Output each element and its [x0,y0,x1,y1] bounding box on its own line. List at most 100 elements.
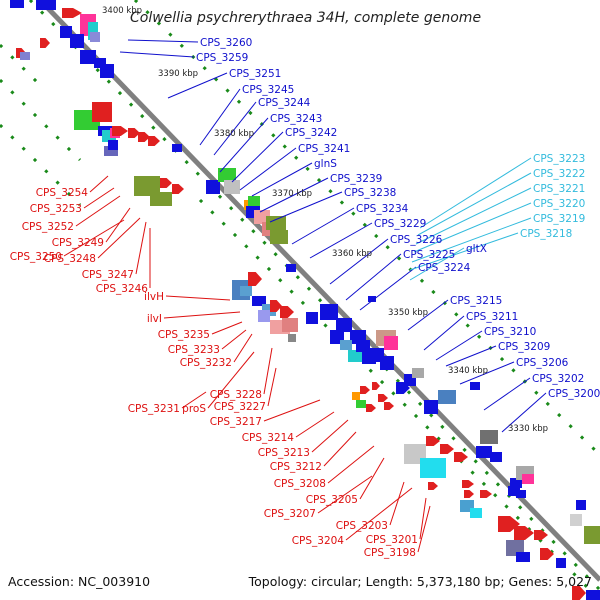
scale-label: 3340 kbp [448,366,488,376]
gene-block [248,196,260,206]
leader-line [345,253,402,301]
gene-block [252,296,266,306]
gene-block [510,478,522,488]
forward-gene-label: CPS_3260 [200,37,252,49]
leader-line [199,88,241,146]
forward-gene-label: CPS_3239 [330,173,382,185]
gene-block [516,490,526,498]
reverse-gene-label: CPS_3201 [366,534,418,546]
leader-line [309,222,373,259]
forward-gene-label: CPS_3259 [196,52,248,64]
gene-arrow [128,128,140,138]
forward-gene-label: CPS_3224 [418,262,471,274]
leader-line [291,207,355,245]
reverse-gene-label: CPS_3213 [258,447,310,459]
gene-block [480,430,498,444]
gene-block [470,382,480,390]
gene-block [476,446,492,458]
leader-line [259,177,329,213]
leader-line [83,187,115,209]
gene-block [356,400,366,408]
leader-line [181,391,207,409]
leader-line [119,51,195,58]
gene-block [490,452,502,462]
leader-line [423,315,465,351]
gene-arrow [440,444,454,454]
forward-gene-label: CPS_3209 [498,341,550,353]
gene-block [172,144,182,152]
leader-line [311,419,349,453]
reverse-gene-label: CPS_3212 [270,461,322,473]
leader-line [207,351,255,409]
forward-gene-label: CPS_3241 [298,143,350,155]
forward-gene-label: CPS_3243 [270,113,322,125]
leader-line [345,487,413,541]
reverse-gene-label: CPS_3207 [264,508,316,520]
rna-gene-label: CPS_3219 [533,213,585,225]
reverse-gene-label: CPS_3198 [364,547,416,559]
gene-arrow [454,452,468,462]
gene-block [150,192,172,206]
gene-block [10,0,24,8]
leader-line [97,217,141,259]
leader-line [327,445,375,484]
gene-block [258,310,270,322]
leader-line [407,299,449,331]
leader-line [413,202,532,253]
gene-arrow [534,530,548,540]
gene-block [306,312,318,324]
gene-arrow [384,402,394,410]
rna-gene-label: CPS_3221 [533,183,585,195]
forward-gene-label: CPS_3202 [532,373,584,385]
reverse-gene-label: CPS_3205 [306,494,358,506]
gene-block [470,508,482,518]
leader-line [445,345,497,367]
forward-gene-label: CPS_3242 [285,127,337,139]
rna-gene-label: gltX [466,243,487,255]
leader-line [459,361,515,385]
leader-line [267,367,277,407]
gene-block [266,216,286,230]
gene-arrow [360,386,370,394]
gene-block [522,474,534,484]
gene-block [556,558,566,568]
scale-label: 3380 kbp [214,129,254,139]
gene-block [218,168,236,182]
leader-line [251,162,313,197]
leader-line [263,347,273,395]
reverse-gene-label: CPS_3235 [158,329,210,341]
forward-gene-label: CPS_3238 [344,187,396,199]
reverse-gene-label: CPS_3250 [10,251,62,263]
gene-block [60,26,72,38]
gene-block [80,50,96,64]
leader-line [295,411,335,438]
scale-tick-track [0,78,82,162]
forward-gene-label: CPS_3251 [229,68,281,80]
forward-gene-label: CPS_3225 [403,249,455,261]
scale-label: 3350 kbp [388,308,428,318]
scale-label: 3330 kbp [508,424,548,434]
leader-line [165,295,231,301]
gene-arrow [112,126,128,136]
gene-block [368,296,376,302]
reverse-gene-label: CPS_3227 [214,401,266,413]
leader-line [75,195,121,227]
forward-gene-label: CPS_3215 [450,295,502,307]
gene-arrow [248,272,262,286]
forward-gene-label: CPS_3210 [484,326,536,338]
gene-block [570,514,582,526]
reverse-gene-label: CPS_3228 [210,389,262,401]
reverse-gene-label: CPS_3233 [168,344,220,356]
gene-block [380,356,394,370]
rna-gene-label: CPS_3223 [533,153,585,165]
gene-block [36,0,56,10]
forward-gene-label: CPS_3226 [390,234,443,246]
gene-block [348,350,362,362]
reverse-gene-label: CPS_3249 [52,237,104,249]
gene-block [94,58,106,68]
gene-block [424,400,438,414]
leader-line [163,311,241,319]
reverse-gene-label: ilvI [147,313,162,325]
leader-line [317,475,373,514]
